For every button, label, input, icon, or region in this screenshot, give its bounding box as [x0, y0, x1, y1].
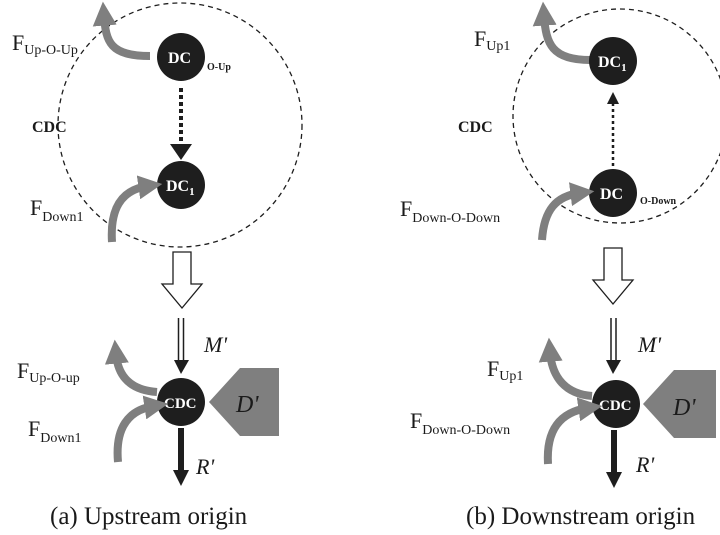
flow-out-top-arrow-b	[532, 1, 591, 64]
flow-out-top-label-b: FUp1	[474, 26, 510, 54]
r-label-a: R'	[195, 454, 214, 479]
m-label-b: M'	[637, 332, 661, 357]
d-label-a: D'	[235, 392, 259, 418]
node-dc-o-up-label: DC	[168, 50, 191, 67]
node-dc-1-b	[589, 37, 637, 85]
r-arrow-head-a	[173, 470, 189, 486]
node-dc-o-down-label: DC	[600, 186, 623, 203]
dotted-arrow-head-a	[170, 144, 192, 160]
panel-a: CDC FUp-O-Up DC O-Up DC1 FDown1 M'	[12, 1, 303, 530]
flow-out-top-arrow-a	[92, 1, 151, 60]
flow-out-top-label-a: FUp-O-Up	[12, 30, 78, 58]
flow-in-top-label-a: FDown1	[30, 195, 83, 225]
caption-b: (b) Downstream origin	[466, 503, 696, 530]
m-arrow-head-b	[606, 360, 621, 374]
transform-arrow-b	[591, 247, 635, 306]
node-dc-o-down	[589, 169, 637, 217]
cdc-boundary-a	[57, 2, 303, 248]
flow-in-top-arrow-b	[538, 182, 595, 241]
cdc-region-label-a: CDC	[32, 119, 67, 136]
panel-b: CDC FUp1 DC1 DC O-Down FDown-O-Down M'	[400, 1, 720, 530]
node-cdc-merged-a-label: CDC	[164, 396, 197, 412]
node-dc-o-up-sub: O-Up	[207, 62, 231, 73]
r-arrow-head-b	[606, 472, 622, 488]
flow-in-bottom-label-a: FDown1	[28, 416, 81, 446]
flow-out-bottom-arrow-b	[538, 337, 593, 400]
flow-in-bottom-label-b: FDown-O-Down	[410, 408, 510, 438]
flow-in-top-arrow-a	[107, 175, 163, 243]
node-cdc-merged-b-label: CDC	[599, 398, 632, 414]
d-arrow-a	[209, 368, 279, 436]
node-dc-1-a-label: DC1	[166, 178, 195, 198]
cdc-region-label-b: CDC	[458, 119, 493, 136]
transform-arrow-a	[160, 251, 204, 310]
node-cdc-merged-b	[592, 380, 640, 428]
node-dc-1-a	[157, 161, 205, 209]
flow-in-bottom-arrow-a	[113, 395, 169, 463]
flow-out-bottom-arrow-a	[104, 339, 158, 396]
m-arrow-head-a	[174, 360, 189, 374]
node-dc-o-down-sub: O-Down	[640, 196, 677, 207]
flow-out-bottom-label-b: FUp1	[487, 356, 523, 384]
m-label-a: M'	[203, 332, 227, 357]
caption-a: (a) Upstream origin	[50, 503, 248, 530]
cdc-boundary-b	[512, 8, 720, 224]
node-dc-1-b-label: DC1	[598, 54, 627, 74]
r-label-b: R'	[635, 452, 654, 477]
flow-in-bottom-arrow-b	[543, 397, 603, 465]
node-cdc-merged-a	[157, 378, 205, 426]
flow-in-top-label-b: FDown-O-Down	[400, 196, 500, 226]
flow-out-bottom-label-a: FUp-O-up	[17, 358, 80, 386]
dotted-arrow-head-b	[607, 92, 619, 104]
d-arrow-b	[643, 370, 716, 438]
d-label-b: D'	[672, 395, 696, 421]
node-dc-o-up	[157, 33, 205, 81]
